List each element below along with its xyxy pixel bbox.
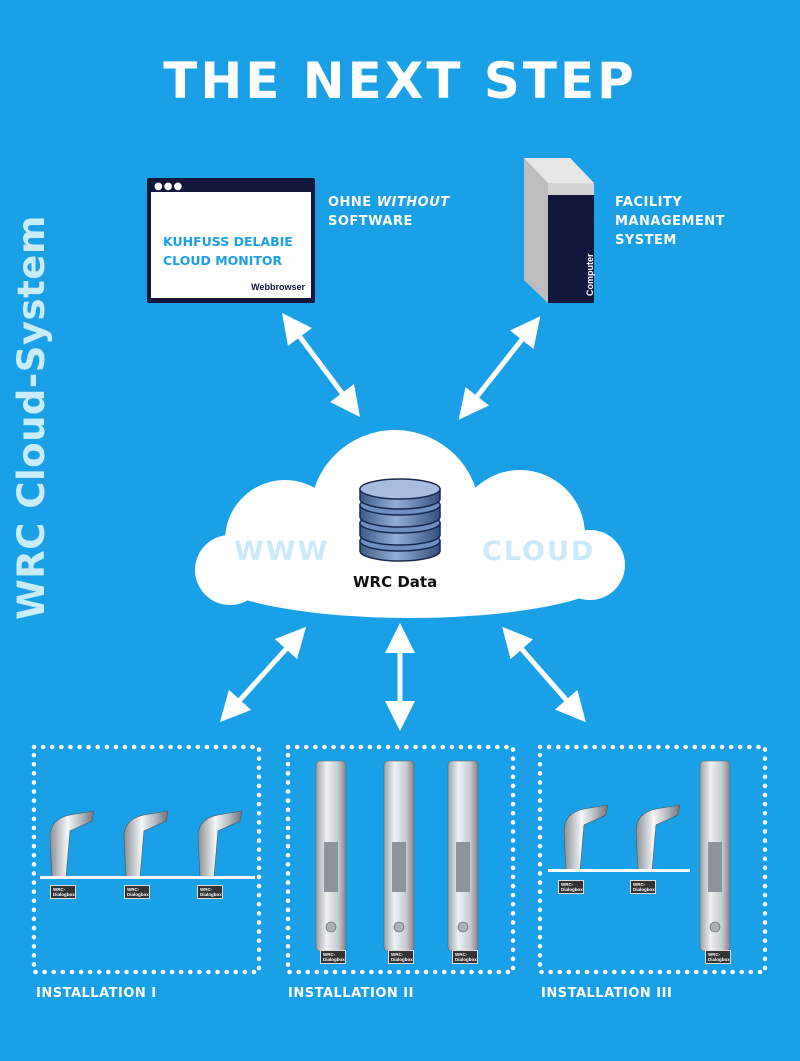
ohne-without-software-caption: OHNE WITHOUT SOFTWARE [328,193,450,231]
basin-tap-icon [197,810,243,878]
wrc-dialogbox-tag: WRC- Dialogbox [558,880,584,894]
without-word: WITHOUT [376,195,450,210]
software-word: SOFTWARE [328,214,413,229]
wrc-dialogbox-tag: WRC- Dialogbox [320,950,346,964]
basin-tap-icon [123,810,169,878]
basin-tap-icon [635,804,681,872]
basin-tap-icon [563,804,609,872]
arrow-cloud-installation-1 [219,626,307,723]
window-dots-icon: ●●● [154,181,184,192]
shelf-line [548,869,690,872]
installation-3-mixed [548,760,731,952]
webbrowser-label: Webbrowser [251,282,305,292]
cloud-monitor-name: KUHFUSS DELABIE CLOUD MONITOR [163,234,293,268]
installation-1-label: INSTALLATION I [36,986,157,1001]
browser-screen: KUHFUSS DELABIE CLOUD MONITOR Webbrowser [151,192,311,298]
arrow-browser-cloud [282,313,360,417]
shower-panel-icon [383,760,415,952]
installation-1-taps [40,810,255,879]
ohne-word: OHNE [328,195,377,210]
page-title: THE NEXT STEP [163,52,637,110]
shower-panel-icon [315,760,347,952]
wrc-dialogbox-tag: WRC- Dialogbox [124,885,150,899]
cloud-icon [195,430,625,618]
wrc-dialogbox-tag: WRC- Dialogbox [452,950,478,964]
wrc-dialogbox-tag: WRC- Dialogbox [630,880,656,894]
shower-panel-icon [447,760,479,952]
computer-icon [524,158,594,303]
webbrowser-window: ●●● KUHFUSS DELABIE CLOUD MONITOR Webbro… [147,178,315,303]
wrc-dialogbox-tag: WRC- Dialogbox [388,950,414,964]
wrc-data-label: WRC Data [353,573,438,591]
installation-2-label: INSTALLATION II [288,986,414,1001]
database-icon [359,478,441,562]
installation-3-frame [537,744,768,975]
installation-2-panels [315,760,479,952]
shower-panel-icon [699,760,731,952]
wrc-dialogbox-tag: WRC- Dialogbox [705,950,731,964]
installation-2-frame [285,744,516,975]
basin-tap-icon [49,810,95,878]
cloud-label: CLOUD [482,536,596,567]
installation-1-frame [31,744,262,975]
installation-3-label: INSTALLATION III [541,986,673,1001]
arrow-cloud-installation-3 [502,626,586,723]
arrow-computer-cloud [458,316,541,420]
facility-management-caption: FACILITY MANAGEMENT SYSTEM [615,195,726,248]
wrc-dialogbox-tag: WRC- Dialogbox [197,885,223,899]
wrc-dialogbox-tag: WRC- Dialogbox [50,885,76,899]
www-label: WWW [234,536,330,567]
shelf-line [40,876,255,879]
